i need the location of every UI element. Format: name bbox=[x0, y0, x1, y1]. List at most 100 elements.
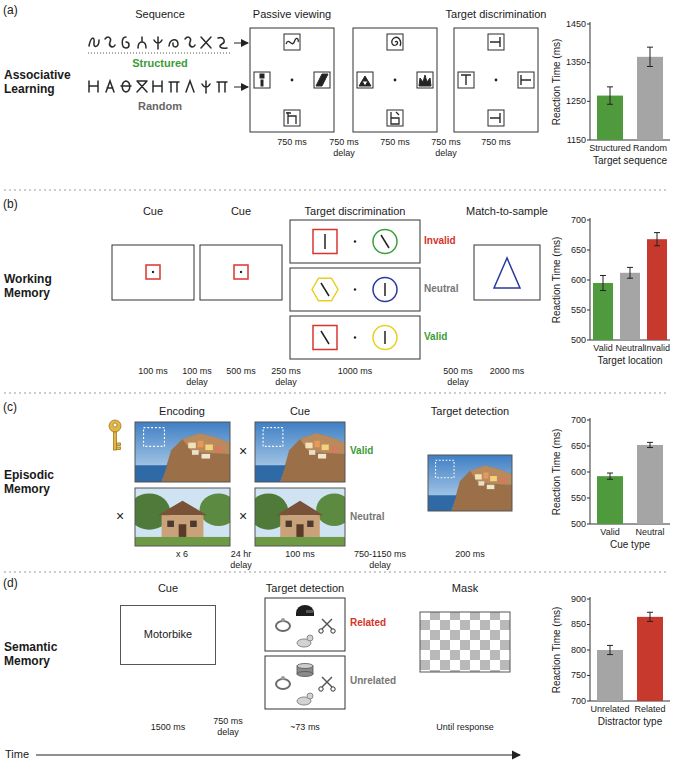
stimulus-symbols-part bbox=[392, 37, 401, 46]
fixation-dot-part bbox=[354, 240, 356, 242]
error-bar bbox=[647, 66, 653, 67]
column-header: Target detection bbox=[266, 582, 344, 595]
column-header: Cue bbox=[290, 405, 310, 418]
sequence-glyphs-part bbox=[137, 81, 147, 92]
scene-photo-part bbox=[255, 422, 345, 482]
stimulus-symbols-part bbox=[284, 110, 300, 126]
trial-frame-part bbox=[290, 316, 420, 359]
stimulus-symbols-part bbox=[518, 72, 534, 88]
trial-frame-part bbox=[112, 245, 194, 300]
object-display-part bbox=[276, 676, 335, 705]
stimulus-symbols-part bbox=[417, 72, 433, 88]
data-bar bbox=[637, 57, 663, 140]
trial-frame bbox=[112, 220, 540, 359]
stimulus-symbols-part bbox=[286, 112, 296, 124]
fixation-dot-part bbox=[495, 79, 498, 82]
column-header: Cue bbox=[231, 205, 251, 218]
y-axis bbox=[590, 22, 591, 140]
timing-label: 750 ms delay bbox=[326, 137, 362, 159]
drum-object-part bbox=[297, 672, 313, 677]
target-shapes-part bbox=[321, 283, 329, 296]
condition-label: Neutral bbox=[424, 283, 458, 295]
drum-object bbox=[297, 664, 313, 677]
tick-label: 850 bbox=[571, 619, 586, 630]
timing-label: 750 ms bbox=[380, 137, 410, 148]
stimulus-symbols-part bbox=[357, 72, 373, 88]
sequence-glyphs-part bbox=[89, 81, 98, 92]
category-label: Structured bbox=[589, 143, 631, 154]
scene-photo bbox=[128, 422, 512, 546]
stimulus-symbols-part bbox=[387, 110, 403, 126]
target-shapes-part bbox=[381, 235, 389, 248]
row-label: Semantic Memory bbox=[4, 640, 94, 669]
fixation-dot-part bbox=[152, 271, 154, 273]
sequence-glyphs-part bbox=[202, 81, 210, 93]
category-label: Related bbox=[634, 704, 665, 715]
column-header: Cue bbox=[158, 582, 178, 595]
timing-label: 100 ms delay bbox=[180, 366, 214, 388]
error-bar bbox=[650, 47, 651, 66]
fixation-dot-part bbox=[354, 336, 356, 338]
scene-photo-part bbox=[428, 455, 512, 511]
error-bar bbox=[607, 104, 613, 105]
sequence-glyphs-part bbox=[186, 81, 194, 92]
panel-letter: (d) bbox=[3, 576, 18, 590]
stimulus-symbols-part bbox=[419, 75, 431, 86]
fixation-dot-part bbox=[291, 79, 294, 82]
panel-divider bbox=[4, 190, 669, 572]
data-bar bbox=[593, 283, 613, 340]
axis-title: Reaction Time (ms) bbox=[551, 607, 563, 694]
sequence-glyphs-part bbox=[218, 38, 227, 49]
error-bar bbox=[603, 276, 604, 291]
error-bar bbox=[600, 275, 606, 276]
sequence-glyphs-part bbox=[201, 37, 211, 48]
trial-frame-part bbox=[200, 245, 282, 300]
axis-title: Reaction Time (ms) bbox=[551, 237, 563, 324]
scene-photo-part bbox=[249, 488, 353, 546]
stimulus-symbols-part bbox=[387, 34, 403, 50]
data-bar bbox=[597, 650, 623, 701]
sequence-glyphs-part bbox=[169, 82, 179, 92]
error-bar bbox=[657, 233, 658, 246]
cue-square-part bbox=[146, 265, 160, 279]
panel-divider-part bbox=[4, 190, 669, 191]
target-shapes-part bbox=[384, 283, 386, 296]
tick-label: 1350 bbox=[566, 57, 586, 68]
cue-word: Motorbike bbox=[144, 628, 192, 641]
error-bar bbox=[610, 473, 611, 479]
photo-border-part bbox=[135, 488, 230, 546]
helmet-object-part bbox=[306, 610, 313, 613]
stimulus-symbols-part bbox=[488, 34, 504, 50]
key-icon-part bbox=[109, 420, 121, 432]
target-shapes-part bbox=[324, 234, 326, 249]
row-label: Episodic Memory bbox=[4, 468, 94, 497]
tick-label: 500 bbox=[571, 335, 586, 346]
stimulus-symbols-part bbox=[254, 72, 270, 88]
category-label: Unrelated bbox=[590, 704, 629, 715]
error-bar bbox=[627, 267, 633, 268]
category-label: Invalid bbox=[644, 343, 670, 354]
timing-label: 200 ms bbox=[455, 549, 485, 560]
scene-photo-part bbox=[128, 488, 237, 546]
condition-label: Valid bbox=[350, 445, 373, 457]
panel-letter: (c) bbox=[3, 400, 17, 414]
sequence-glyphs-part bbox=[122, 37, 129, 48]
timing-label: 1500 ms bbox=[151, 722, 186, 733]
photo-border-part bbox=[428, 455, 512, 511]
tick-label: 650 bbox=[571, 441, 586, 452]
cross-mark: × bbox=[116, 508, 124, 525]
category-label: Valid bbox=[593, 343, 612, 354]
target-shapes bbox=[312, 230, 520, 350]
sequence-label: Structured bbox=[132, 57, 188, 70]
photo-border-part bbox=[255, 488, 345, 546]
object-display-part bbox=[276, 618, 335, 647]
column-header: Passive viewing bbox=[253, 8, 331, 21]
column-header: Match-to-sample bbox=[466, 205, 548, 218]
scene-photo-part bbox=[135, 422, 230, 482]
sequence-arrow bbox=[234, 43, 248, 44]
trial-frame-part bbox=[474, 245, 540, 300]
error-bar bbox=[647, 621, 653, 622]
sequence-glyphs-part bbox=[217, 82, 227, 92]
y-axis bbox=[590, 597, 591, 701]
